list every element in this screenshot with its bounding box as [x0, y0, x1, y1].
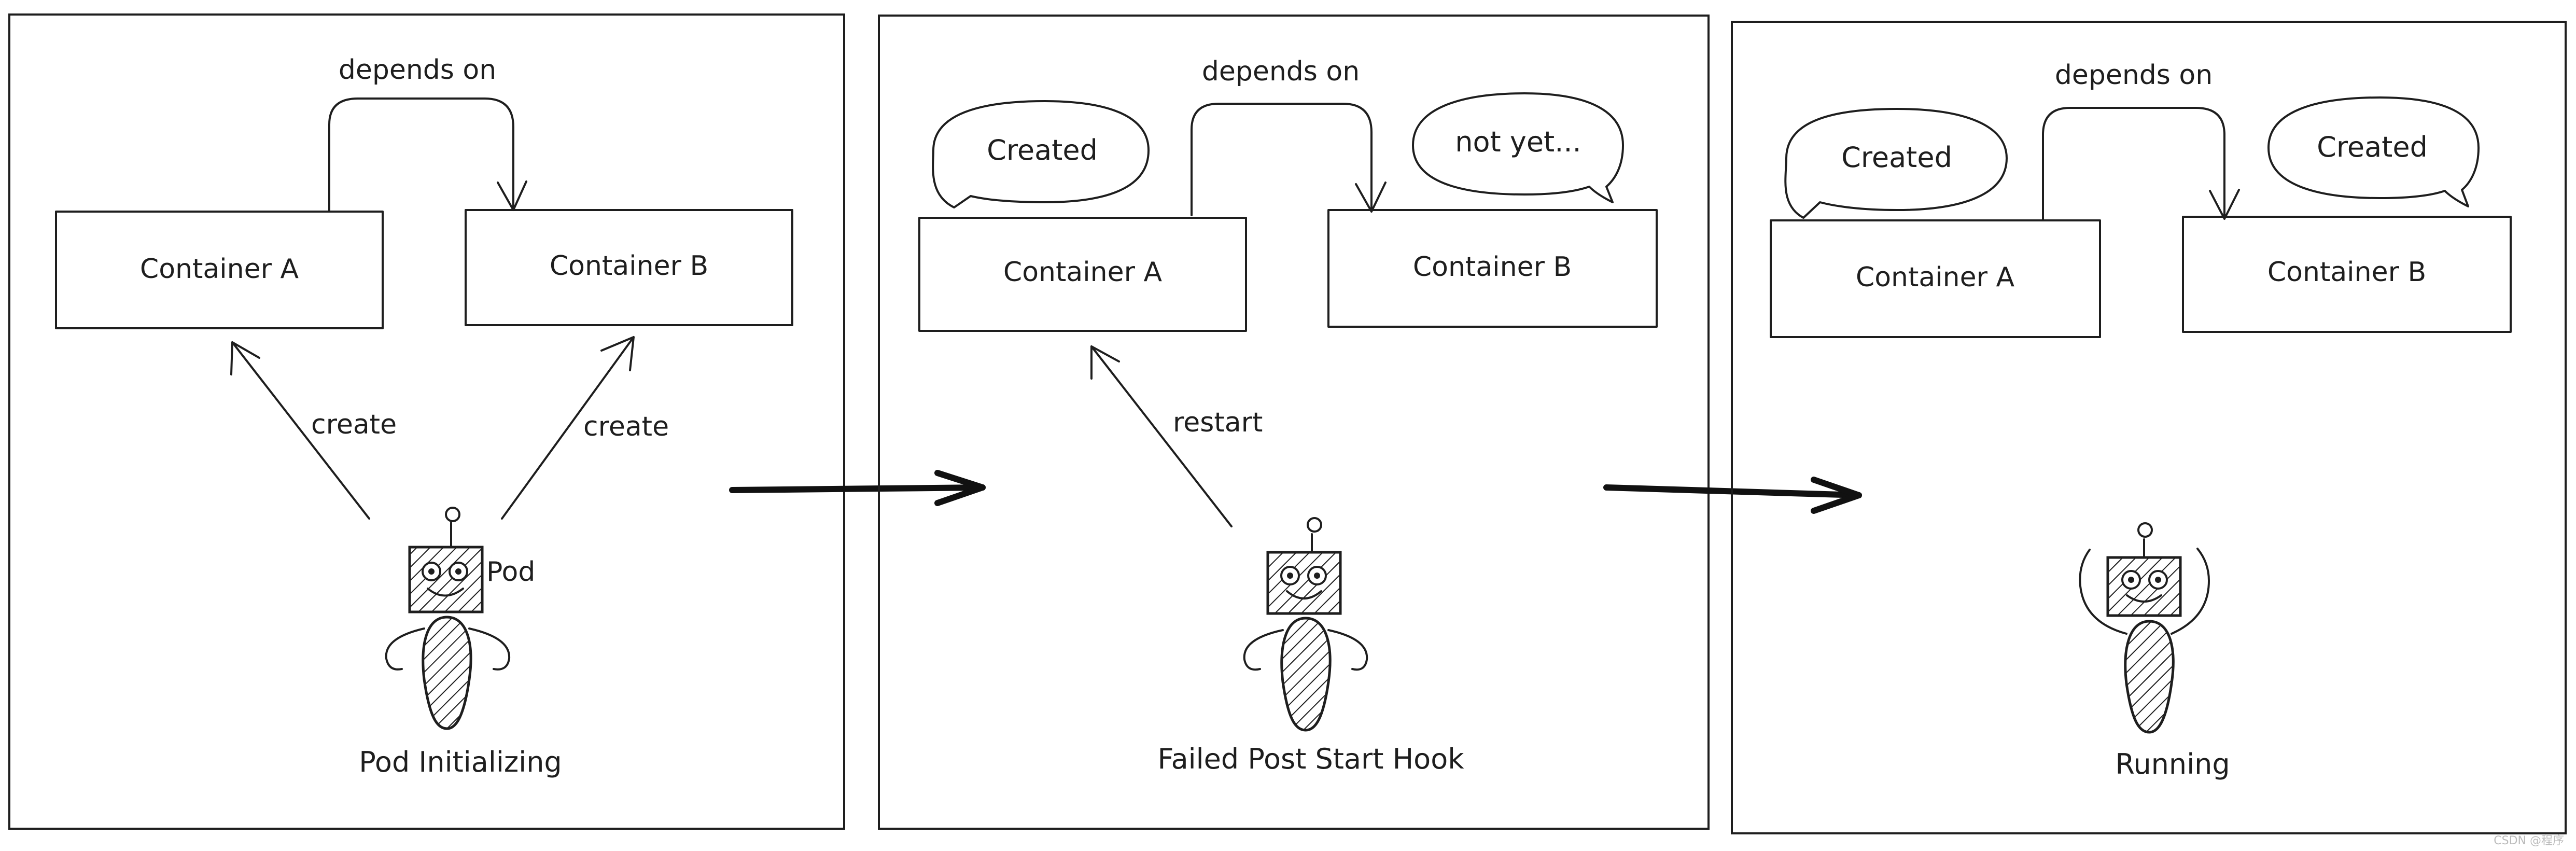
panel-caption: Failed Post Start Hook: [1157, 743, 1464, 775]
panel-caption: Running: [2115, 748, 2230, 780]
depends-on-arrowhead: [497, 180, 527, 211]
panel-frame: [8, 13, 845, 830]
depends-on-arrowhead: [1355, 182, 1387, 213]
container-b-box: [1327, 209, 1658, 328]
speech-bubble-a: [932, 100, 1150, 208]
container-a-box: [55, 211, 384, 329]
bubble-b-text: not yet...: [1455, 125, 1581, 158]
panel-running: Container A Container B depends on Creat…: [1731, 21, 2567, 834]
pod-robot-icon: [2079, 522, 2210, 734]
pod-robot-icon: [385, 507, 511, 730]
panel-frame: [878, 15, 1710, 830]
container-b-label: Container B: [550, 250, 708, 282]
depends-on-arrow: [328, 97, 514, 213]
restart-arrow: [1090, 345, 1233, 527]
dependency-label: depends on: [339, 54, 496, 86]
bubble-b-text: Created: [2317, 131, 2428, 163]
create-label-a: create: [311, 409, 397, 440]
bubble-a-text: Created: [987, 134, 1098, 166]
create-arrow-a: [231, 341, 370, 520]
create-arrow-b: [501, 336, 635, 520]
panel-frame: [1731, 21, 2567, 834]
panel-caption: Pod Initializing: [359, 746, 562, 778]
create-arrow-b-head: [600, 336, 635, 371]
create-label-b: create: [583, 411, 669, 442]
depends-on-arrow: [1191, 103, 1373, 216]
depends-on-arrow: [2042, 107, 2225, 221]
bubble-a-text: Created: [1841, 141, 1952, 174]
container-b-box: [465, 209, 793, 326]
panel-failed-post-start-hook: Container A Container B depends on Creat…: [878, 15, 1710, 830]
restart-label: restart: [1173, 407, 1263, 438]
watermark: CSDN @程序: [2494, 834, 2564, 847]
restart-arrow-head: [1090, 345, 1120, 380]
container-a-label: Container A: [1856, 262, 2015, 293]
robot-label: Pod: [486, 556, 535, 588]
create-arrow-a-head: [230, 341, 260, 375]
dependency-label: depends on: [1202, 56, 1360, 87]
container-b-label: Container B: [1413, 252, 1572, 283]
speech-bubble-b: [2267, 96, 2480, 207]
container-a-box: [918, 217, 1247, 332]
speech-bubble-b: [1412, 92, 1624, 203]
container-b-box: [2182, 216, 2512, 333]
dependency-label: depends on: [2055, 60, 2213, 91]
container-b-label: Container B: [2267, 257, 2426, 288]
transition-arrow-1: [729, 470, 986, 506]
speech-bubble-a: [1784, 108, 2008, 219]
panel-pod-initializing: Container A Container B depends on creat…: [8, 13, 845, 830]
depends-on-arrowhead: [2209, 189, 2240, 220]
container-a-label: Container A: [1003, 257, 1163, 288]
pod-robot-icon: [1243, 517, 1368, 732]
container-a-label: Container A: [140, 254, 299, 285]
container-a-box: [1770, 219, 2101, 338]
